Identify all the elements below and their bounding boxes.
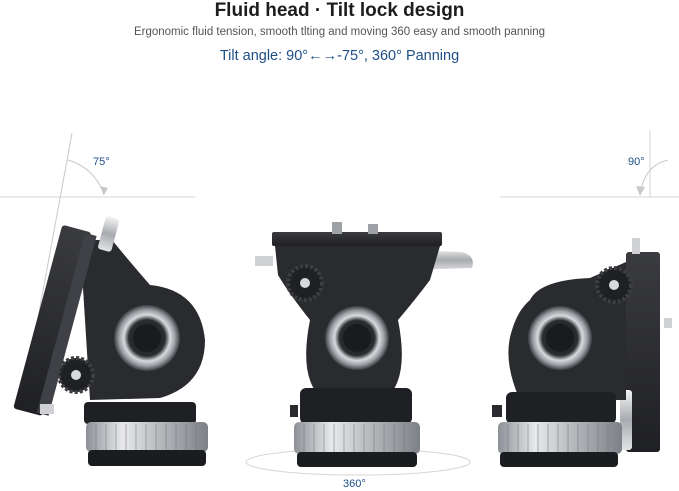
left-angle-label: 75° (93, 156, 110, 168)
right-tilt-guide (500, 130, 679, 198)
page-subtitle: Ergonomic fluid tension, smooth tlting a… (133, 26, 546, 38)
right-angle-label: 90° (628, 156, 645, 168)
center-fluid-head (255, 222, 473, 467)
page-title: Fluid head · Tilt lock design (214, 0, 465, 21)
pan-angle-label: 360° (343, 478, 366, 490)
left-fluid-head (13, 216, 208, 466)
tilt-spec: Tilt angle: 90°←→-75°, 360° Panning (219, 48, 460, 64)
right-fluid-head (492, 238, 672, 467)
